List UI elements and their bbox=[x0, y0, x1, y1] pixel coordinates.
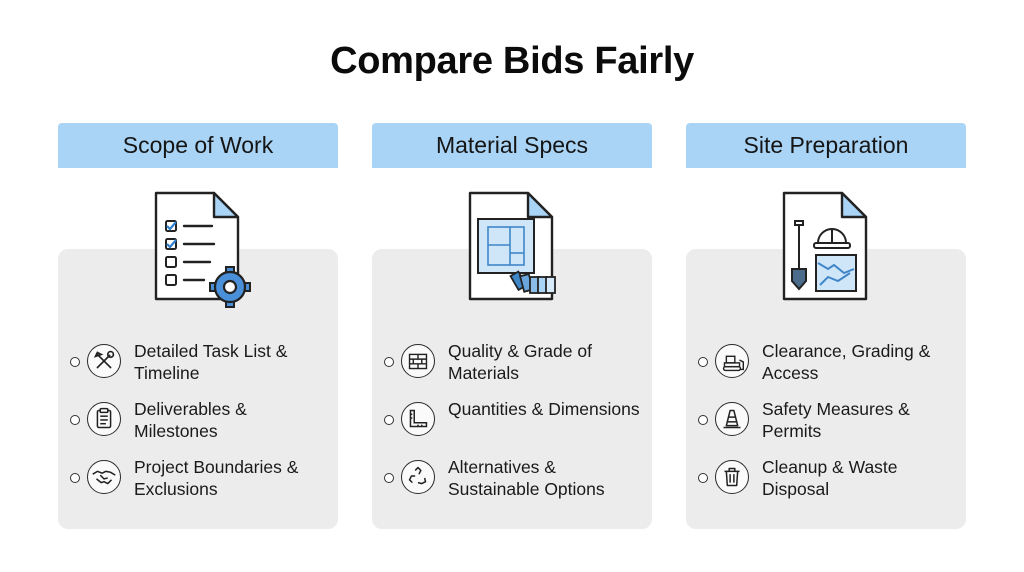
bulldozer-icon bbox=[715, 344, 749, 378]
list-item-label: Quantities & Dimensions bbox=[448, 399, 640, 419]
list-item-label: Quality & Grade of Materials bbox=[448, 341, 592, 383]
checklist-document-gear-icon bbox=[152, 191, 251, 308]
trash-can-icon bbox=[715, 460, 749, 494]
bullet-circle-icon bbox=[70, 473, 80, 483]
bullet-circle-icon bbox=[698, 473, 708, 483]
bullet-circle-icon bbox=[70, 415, 80, 425]
handshake-icon bbox=[87, 460, 121, 494]
ruler-icon bbox=[401, 402, 435, 436]
list-item-label: Deliverables & Milestones bbox=[134, 399, 247, 441]
column-material-specs: Material Specs bbox=[372, 123, 652, 533]
clipboard-icon bbox=[87, 402, 121, 436]
bullet-circle-icon bbox=[70, 357, 80, 367]
column-site-preparation: Site Preparation bbox=[686, 123, 966, 533]
list-item: Quality & Grade of Materials bbox=[382, 340, 647, 388]
shovel-hardhat-map-document-icon bbox=[780, 191, 870, 305]
bricks-icon bbox=[401, 344, 435, 378]
list-item-label: Safety Measures & Permits bbox=[762, 399, 910, 441]
list-item: Safety Measures & Permits bbox=[696, 398, 961, 446]
list-item: Cleanup & Waste Disposal bbox=[696, 456, 961, 504]
tools-icon bbox=[87, 344, 121, 378]
list-item-label: Detailed Task List & Timeline bbox=[134, 341, 288, 383]
list-item: Clearance, Grading & Access bbox=[696, 340, 961, 388]
column-scope-of-work: Scope of Work bbox=[58, 123, 338, 533]
list-item-label: Project Boundaries & Exclusions bbox=[134, 457, 299, 499]
blueprint-swatch-document-icon bbox=[466, 191, 556, 305]
bullet-circle-icon bbox=[698, 357, 708, 367]
list-item: Quantities & Dimensions bbox=[382, 398, 647, 446]
column-header: Scope of Work bbox=[58, 123, 338, 168]
list-item-label: Alternatives & Sustainable Options bbox=[448, 457, 605, 499]
list-item-label: Clearance, Grading & Access bbox=[762, 341, 931, 383]
bullet-circle-icon bbox=[384, 357, 394, 367]
list-item: Project Boundaries & Exclusions bbox=[68, 456, 333, 504]
list-item: Detailed Task List & Timeline bbox=[68, 340, 333, 388]
page-title: Compare Bids Fairly bbox=[330, 40, 694, 82]
traffic-cone-icon bbox=[715, 402, 749, 436]
bullet-circle-icon bbox=[384, 415, 394, 425]
bullet-circle-icon bbox=[384, 473, 394, 483]
list-item-label: Cleanup & Waste Disposal bbox=[762, 457, 898, 499]
bullet-circle-icon bbox=[698, 415, 708, 425]
column-header: Site Preparation bbox=[686, 123, 966, 168]
list-item: Deliverables & Milestones bbox=[68, 398, 333, 446]
recycle-icon bbox=[401, 460, 435, 494]
list-item: Alternatives & Sustainable Options bbox=[382, 456, 647, 504]
column-header: Material Specs bbox=[372, 123, 652, 168]
